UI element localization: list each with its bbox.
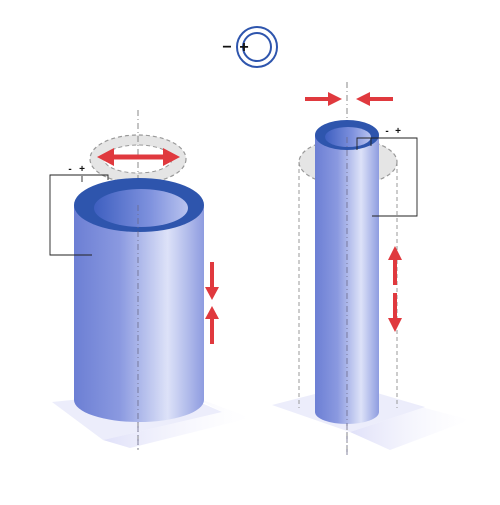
right-electrode-wire bbox=[356, 137, 418, 217]
left-tube-bore bbox=[94, 189, 188, 227]
left-shadow bbox=[103, 395, 250, 448]
legend-plus: + bbox=[239, 39, 248, 56]
legend-minus: − bbox=[222, 39, 231, 56]
left-plus-label: + bbox=[79, 164, 85, 175]
left-electrode-wire bbox=[49, 174, 109, 256]
arrow-expand-icon bbox=[97, 148, 180, 166]
right-actuator: - + bbox=[272, 82, 470, 455]
left-minus-label: - bbox=[68, 164, 71, 175]
left-tube-body bbox=[74, 205, 204, 422]
arrow-contract-icon bbox=[205, 262, 219, 344]
right-plus-label: + bbox=[395, 126, 401, 137]
right-tube-body bbox=[315, 135, 379, 424]
left-actuator: - + bbox=[49, 110, 250, 450]
polarity-icon bbox=[236, 26, 278, 68]
right-shadow bbox=[350, 400, 470, 450]
right-minus-label: - bbox=[385, 126, 388, 137]
polarity-legend: − + bbox=[222, 26, 278, 68]
arrow-vertical-icon bbox=[388, 246, 402, 332]
arrow-contract-icon bbox=[305, 92, 393, 106]
right-tube-bore bbox=[325, 127, 371, 147]
